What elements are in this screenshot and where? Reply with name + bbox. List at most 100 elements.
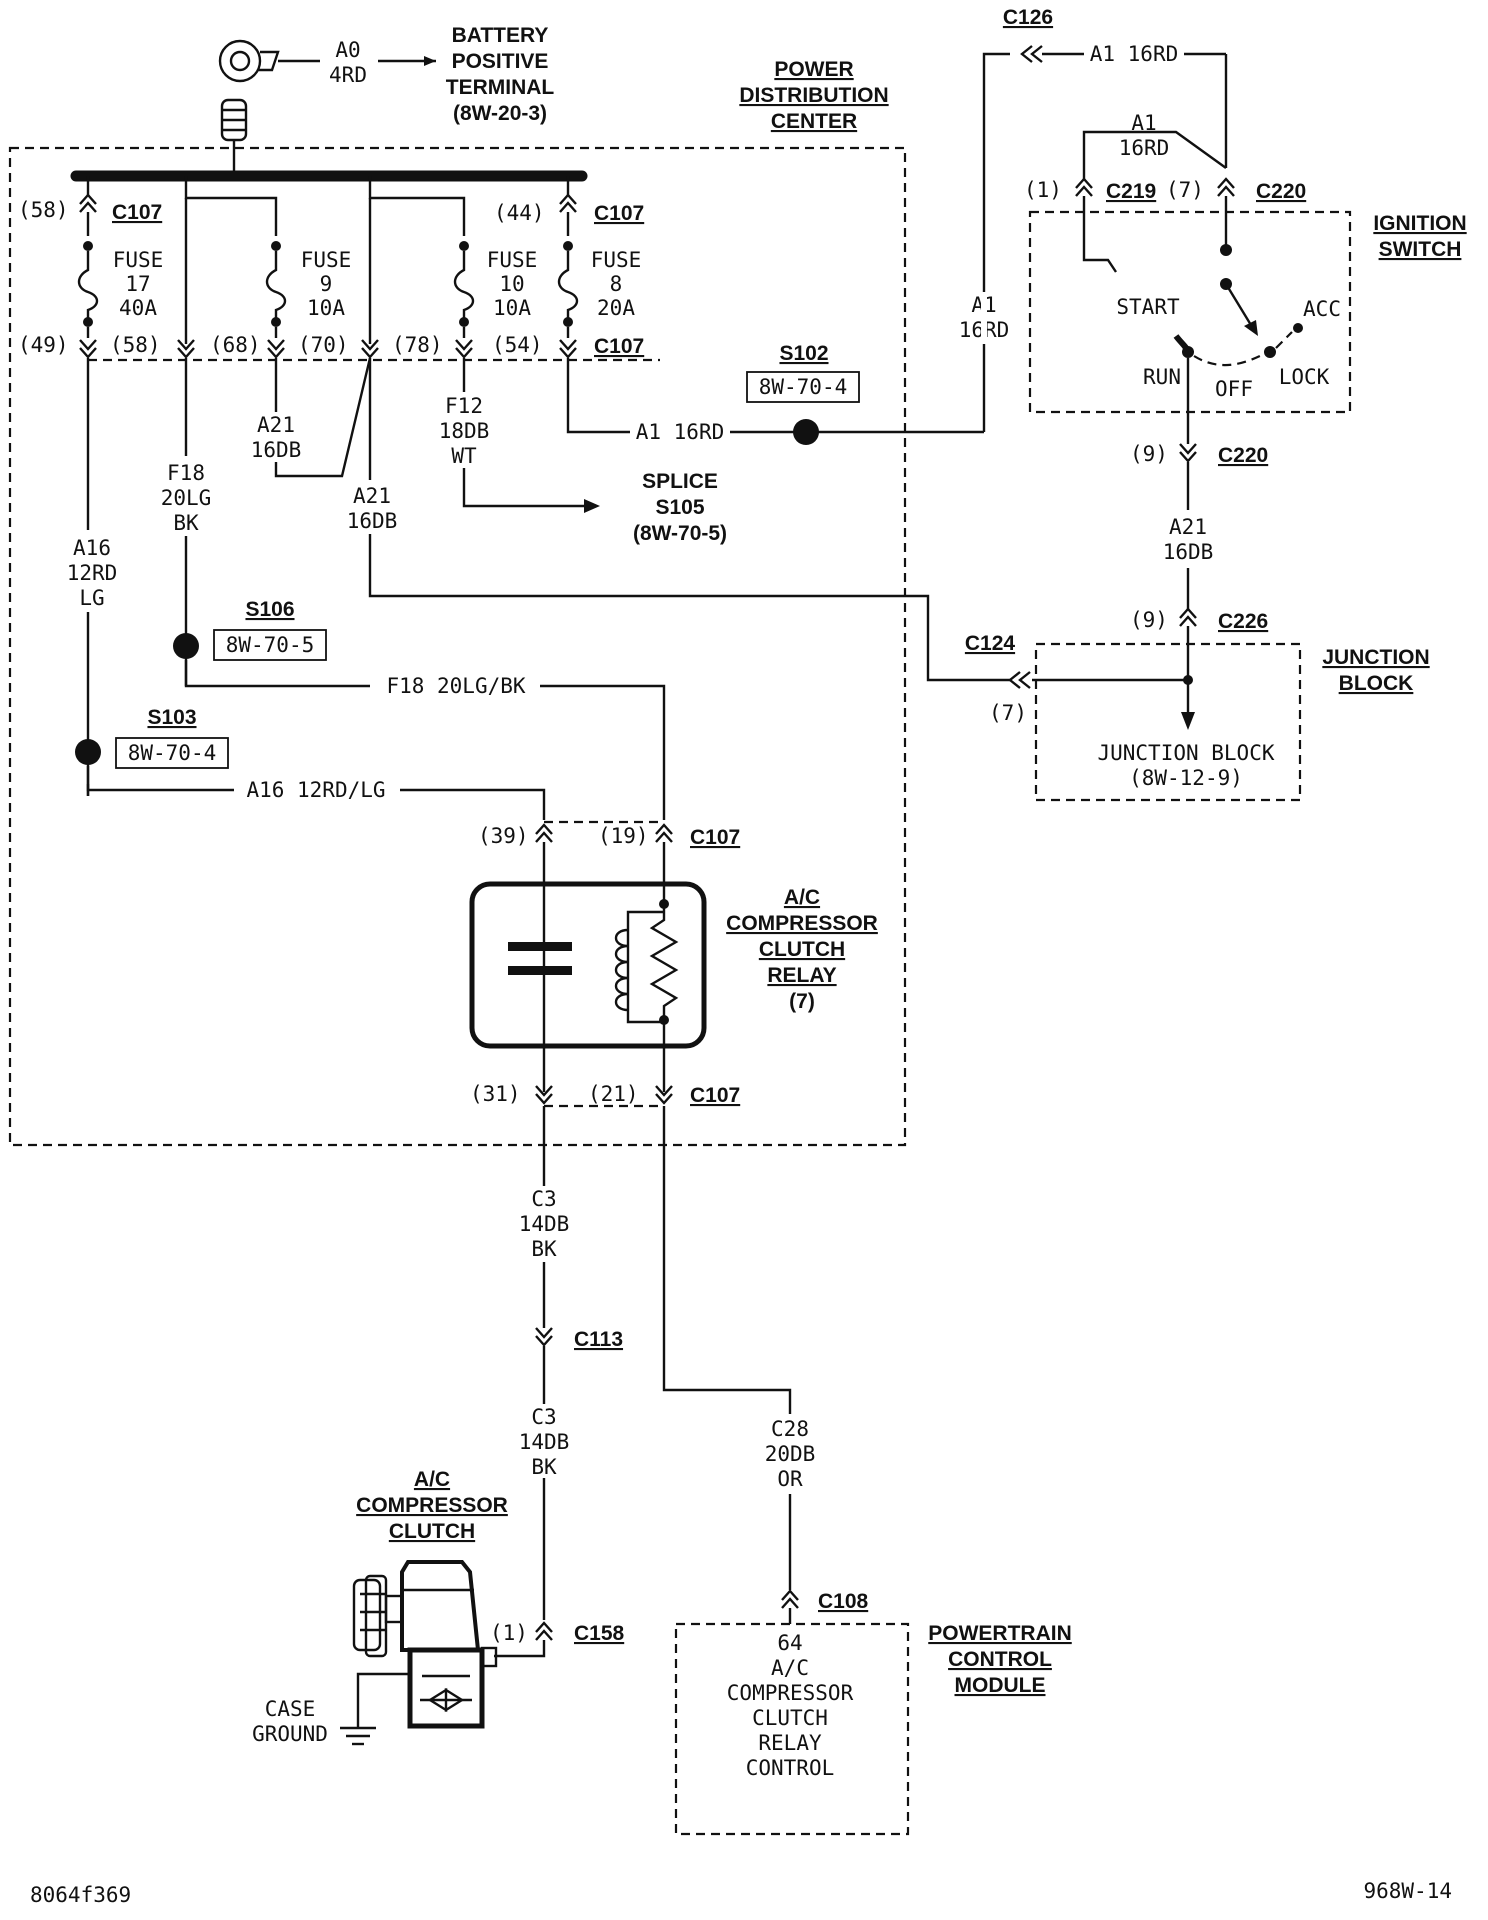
pin-78: (78): [392, 333, 443, 357]
pcm-inner-1: 64: [777, 1631, 802, 1655]
pdc-wires: A16 12RD LG F18 20LG BK A21 16DB A21 16D…: [67, 357, 1010, 796]
pcm-inner-6: CONTROL: [746, 1756, 835, 1780]
ign-off: OFF: [1215, 377, 1253, 401]
ignition-title-1: IGNITION: [1373, 212, 1466, 235]
c3a-color: BK: [531, 1237, 557, 1261]
c107-relay-top: C107: [690, 826, 740, 849]
c107-top-right: C107: [594, 202, 644, 225]
f18-run-label: F18 20LG/BK: [386, 674, 525, 698]
a1-bottom-label: A1 16RD: [636, 420, 725, 444]
s106-name: S106: [245, 598, 294, 621]
footer-left: 8064f369: [30, 1883, 131, 1907]
a16-color: LG: [79, 586, 104, 610]
c3b-code: C3: [531, 1405, 556, 1429]
fuse8-num: 8: [610, 272, 623, 296]
pcm-inner-5: RELAY: [758, 1731, 822, 1755]
ign-lock: LOCK: [1279, 365, 1330, 389]
a1-top-label: A1 16RD: [1090, 42, 1179, 66]
ac-compressor-clutch-relay: (39) (19) C107 A/C COMPRESSOR CLUTCH REL…: [469, 820, 878, 1108]
battery-wire-gauge: 4RD: [329, 63, 367, 87]
pin-54: (54): [492, 333, 543, 357]
clutch-title-1: A/C: [414, 1468, 450, 1491]
c107-top-left: C107: [112, 201, 162, 224]
pin-c124: (7): [989, 701, 1027, 725]
c28-color: OR: [777, 1467, 803, 1491]
c3b-gauge: 14DB: [519, 1430, 570, 1454]
s102-name: S102: [779, 342, 828, 365]
pin-c220-9: (9): [1130, 442, 1168, 466]
relay-title-5: (7): [789, 990, 815, 1013]
s103-name: S103: [147, 706, 196, 729]
battery-label-4: (8W-20-3): [453, 102, 547, 125]
power-distribution-center: POWER DISTRIBUTION CENTER: [8, 58, 907, 1147]
pcm-title-3: MODULE: [955, 1674, 1046, 1697]
pcm-title-1: POWERTRAIN: [928, 1622, 1072, 1645]
pin-21: (21): [588, 1082, 639, 1106]
c158-label: C158: [574, 1622, 625, 1645]
ign-acc: ACC: [1303, 297, 1341, 321]
fuse10-amp: 10A: [493, 296, 531, 320]
pin-58-top: (58): [18, 198, 69, 222]
c124-label: C124: [965, 632, 1016, 655]
s105-label-3: (8W-70-5): [633, 522, 727, 545]
fuse8-amp: 20A: [597, 296, 635, 320]
pin-c220: (7): [1166, 178, 1204, 202]
c3b-color: BK: [531, 1455, 557, 1479]
c226-label: C226: [1218, 610, 1268, 633]
pin-68: (68): [210, 333, 261, 357]
s105-label-1: SPLICE: [642, 470, 718, 493]
c3a-code: C3: [531, 1187, 556, 1211]
a16-code: A16: [73, 536, 111, 560]
fuse17-num: 17: [125, 272, 150, 296]
c28-code: C28: [771, 1417, 809, 1441]
jb-inner-1: JUNCTION BLOCK: [1097, 741, 1274, 765]
s102-dot: [793, 419, 819, 445]
pin-39: (39): [478, 824, 529, 848]
f18-color: BK: [173, 511, 199, 535]
a21-right-code: A21: [1169, 515, 1207, 539]
clutch-title-2: COMPRESSOR: [356, 1494, 508, 1517]
pin-19: (19): [598, 824, 649, 848]
c219-label: C219: [1106, 180, 1156, 203]
s106-dot: [173, 633, 199, 659]
f18-gauge: 20LG: [161, 486, 212, 510]
battery-terminal: A0 4RD BATTERY POSITIVE TERMINAL (8W-20-…: [218, 24, 555, 176]
pdc-title-3: CENTER: [771, 110, 857, 133]
c3a-gauge: 14DB: [519, 1212, 570, 1236]
relay-feed-wires: F18 20LG/BK A16 12RD/LG: [86, 660, 666, 820]
a21a-code: A21: [257, 413, 295, 437]
c107-relay-bottom: C107: [690, 1084, 740, 1107]
pin-58-mid: (58): [110, 333, 161, 357]
battery-label-3: TERMINAL: [446, 76, 555, 99]
pdc-title-2: DISTRIBUTION: [739, 84, 888, 107]
fuse9-amp: 10A: [307, 296, 345, 320]
f12-gauge: 18DB: [439, 419, 490, 443]
a1-switch-gauge: 16RD: [1119, 136, 1170, 160]
powertrain-control-module: 64 A/C COMPRESSOR CLUTCH RELAY CONTROL P…: [674, 1622, 1072, 1836]
pin-c226: (9): [1130, 608, 1168, 632]
footer-right: 968W-14: [1363, 1879, 1452, 1903]
c108-label: C108: [818, 1590, 869, 1613]
splices: S102 8W-70-4 S106 8W-70-5 S103 8W-70-4: [75, 342, 860, 769]
a16-run-label: A16 12RD/LG: [246, 778, 385, 802]
pin-c219: (1): [1024, 178, 1062, 202]
clutch-title-3: CLUTCH: [389, 1520, 475, 1543]
top-connectors: (58) C107 (44) C107: [18, 176, 644, 344]
c126-label: C126: [1003, 6, 1053, 29]
pcm-inner-2: A/C: [771, 1656, 809, 1680]
pin-49: (49): [18, 333, 69, 357]
relay-title-4: RELAY: [767, 964, 836, 987]
pin-c158: (1): [490, 1621, 528, 1645]
pcm-inner-3: COMPRESSOR: [727, 1681, 854, 1705]
s106-ref: 8W-70-5: [226, 633, 315, 657]
c107-mid: C107: [594, 335, 644, 358]
c28-gauge: 20DB: [765, 1442, 816, 1466]
s102-ref: 8W-70-4: [759, 375, 848, 399]
pdc-title-1: POWER: [774, 58, 853, 81]
a1-switch-code: A1: [1131, 111, 1156, 135]
c113-label: C113: [574, 1328, 623, 1351]
a21-to-junction: (9) C220 A21 16DB (9) C226 C124 (7): [965, 442, 1268, 730]
pcm-inner-4: CLUTCH: [752, 1706, 828, 1730]
jb-inner-2: (8W-12-9): [1129, 766, 1243, 790]
